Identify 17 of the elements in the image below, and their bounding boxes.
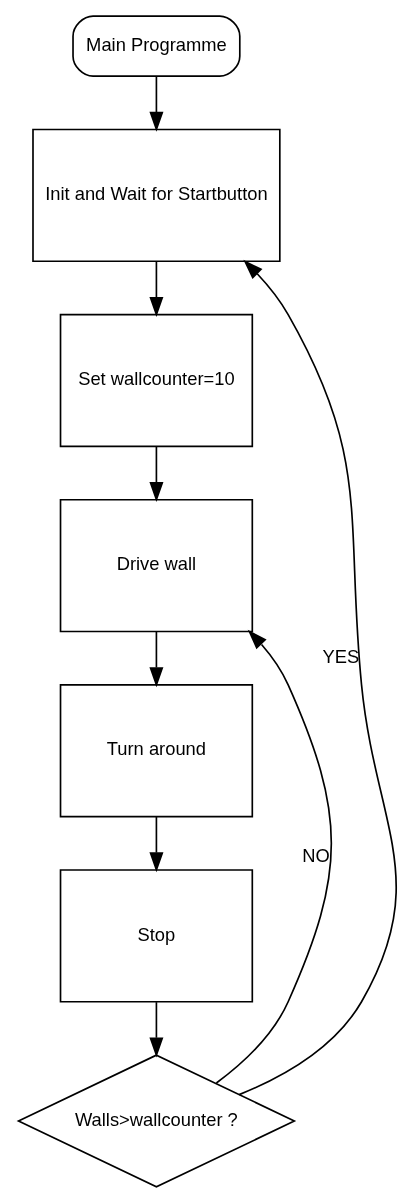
arrow xyxy=(148,260,163,317)
node-box: Turn around xyxy=(59,684,253,818)
arrow xyxy=(237,259,397,1096)
arrow xyxy=(148,1001,163,1058)
node-box: Main Programme xyxy=(71,15,241,77)
arrow xyxy=(148,445,163,503)
node-box: Drive wall xyxy=(59,498,253,633)
edge-label: NO xyxy=(301,845,330,867)
node-box: Set wallcounter=10 xyxy=(59,313,253,448)
node-diamond: Walls>wallcounter ? xyxy=(16,1054,296,1188)
arrow xyxy=(148,631,163,688)
arrow xyxy=(148,816,163,873)
node-box: Init and Wait for Startbutton xyxy=(31,128,281,263)
edge-label: YES xyxy=(322,646,359,668)
node-box: Stop xyxy=(59,869,253,1003)
arrow xyxy=(215,629,332,1084)
arrow xyxy=(148,75,163,132)
